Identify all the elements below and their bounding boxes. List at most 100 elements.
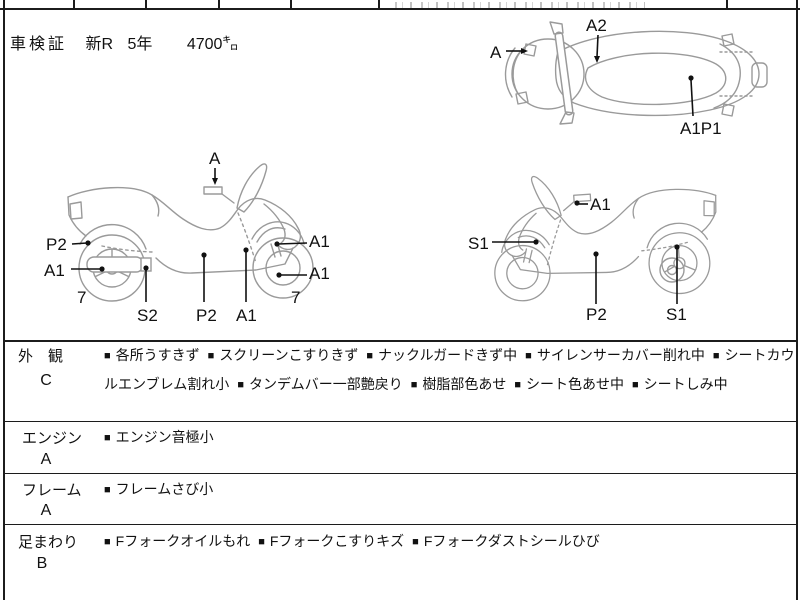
registration-line: 車検証 新R 5年 4700㌔ (10, 30, 238, 54)
arrowhead-icon (594, 56, 600, 63)
condition-text: 樹脂部色あせ (422, 376, 507, 392)
condition-item: ■Fフォークこすりキズ (258, 533, 404, 549)
condition-item: ■ナックルガードきず中 (366, 347, 517, 363)
table-divider (218, 0, 220, 9)
bullet-square-icon: ■ (104, 432, 111, 444)
bullet-square-icon: ■ (258, 536, 265, 548)
bullet-square-icon: ■ (104, 536, 111, 548)
wheel-code-7: 7 (77, 288, 86, 307)
sheet-left-border (3, 0, 5, 600)
section-name: 足まわり (18, 534, 79, 551)
section-grade: A (40, 502, 52, 519)
damage-label-a1: A1 (590, 195, 611, 214)
row-divider (3, 473, 797, 474)
inspection-cert-label: 車検証 (10, 36, 68, 53)
table-divider (145, 0, 147, 9)
left-side-diagram: A P2 A1 7 S2 P2 A1 A1 A1 7 (44, 149, 330, 325)
point-marker (688, 75, 694, 81)
row-divider (3, 524, 797, 525)
section-grade: A (40, 451, 52, 468)
condition-item: ■シートカウルエンブレム割れ小 (104, 347, 794, 392)
bullet-square-icon: ■ (632, 379, 639, 391)
arrowhead-icon (212, 178, 218, 185)
table-divider (73, 0, 75, 9)
row-divider (3, 340, 797, 342)
section-grade: B (36, 555, 48, 572)
condition-item: ■Fフォークダストシールひび (412, 533, 600, 549)
condition-text: タンデムバー一部艶戻り (248, 376, 403, 392)
condition-item: ■ タンデムバー一部艶戻り (237, 376, 402, 392)
condition-item: ■ エンジン音極小 (104, 429, 214, 445)
point-marker (593, 251, 599, 257)
condition-text: スクリーンこすりきず (219, 347, 359, 363)
condition-text: 各所うすきず (115, 347, 200, 363)
condition-list: ■Fフォークオイルもれ■Fフォークこすりキズ■Fフォークダストシールひび (104, 528, 800, 557)
row-divider (3, 421, 797, 422)
point-marker (99, 266, 105, 272)
bullet-square-icon: ■ (104, 350, 111, 362)
damage-label-s1: S1 (468, 234, 489, 253)
point-marker (533, 239, 539, 245)
arrowhead-icon (521, 48, 528, 54)
section-name: フレーム (22, 482, 82, 499)
table-divider (726, 0, 728, 9)
damage-label-p2: P2 (196, 306, 217, 325)
damage-label-s2: S2 (137, 306, 158, 325)
condition-item: ■ シートしみ中 (632, 376, 728, 392)
condition-text: フレームさび小 (115, 481, 214, 497)
bullet-square-icon: ■ (525, 350, 532, 362)
damage-label-a1p1: A1P1 (680, 119, 722, 138)
point-marker (143, 265, 149, 271)
damage-label-a: A (209, 149, 221, 168)
registration-year: 5年 (127, 36, 153, 53)
registration-era: 新R (85, 36, 114, 53)
section-grade: C (40, 372, 52, 389)
bullet-square-icon: ■ (712, 350, 720, 362)
condition-item: ■ Fフォークオイルもれ (104, 533, 250, 549)
clipped-text-remnant (395, 2, 645, 8)
table-divider (378, 0, 380, 9)
condition-list: ■フレームさび小 (104, 476, 800, 505)
damage-label-a: A (490, 43, 502, 62)
mileage-value: 4700㌔ (186, 36, 239, 53)
bullet-square-icon: ■ (410, 379, 418, 391)
bullet-square-icon: ■ (207, 350, 215, 362)
point-marker (201, 252, 207, 258)
damage-label-a1: A1 (236, 306, 257, 325)
sheet-right-border (796, 0, 798, 600)
condition-text: サイレンサーカバー削れ中 (536, 347, 705, 363)
condition-list: ■ エンジン音極小 (104, 424, 800, 453)
table-divider (290, 0, 292, 9)
point-marker (276, 272, 282, 278)
condition-item: ■ スクリーンこすりきず (208, 347, 359, 363)
point-marker (274, 241, 280, 247)
point-marker (85, 240, 91, 246)
point-marker (574, 200, 580, 206)
condition-text: Fフォークオイルもれ (115, 533, 251, 549)
condition-text: シートカウルエンブレム割れ小 (104, 347, 795, 392)
damage-label-s1: S1 (666, 305, 687, 324)
point-marker (674, 244, 680, 250)
section-name: 外 観 (18, 348, 64, 365)
condition-item: ■フレームさび小 (104, 481, 213, 497)
right-side-diagram: A1 S1 P2 S1 (468, 164, 723, 324)
condition-list: ■各所うすきず■スクリーンこすりきず■ナックルガードきず中■サイレンサーカバー削… (104, 342, 800, 400)
condition-text: シートしみ中 (643, 376, 728, 392)
bullet-square-icon: ■ (514, 379, 522, 391)
condition-item: ■シート色あせ中 (514, 376, 624, 392)
cvt-cover (659, 257, 685, 283)
top-table-border (0, 8, 800, 11)
damage-label-a1: A1 (44, 261, 65, 280)
damage-label-a2: A2 (586, 16, 607, 35)
bullet-square-icon: ■ (366, 350, 373, 362)
point-marker (243, 247, 249, 253)
damage-label-p2: P2 (46, 235, 67, 254)
condition-text: エンジン音極小 (115, 429, 214, 445)
wheel-code-7: 7 (291, 288, 300, 307)
bullet-square-icon: ■ (237, 379, 244, 391)
damage-label-a1: A1 (309, 232, 330, 251)
condition-text: Fフォークダストシールひび (423, 533, 600, 549)
condition-item: ■ 各所うすきず (104, 347, 200, 363)
condition-item: ■ サイレンサーカバー削れ中 (525, 347, 705, 363)
